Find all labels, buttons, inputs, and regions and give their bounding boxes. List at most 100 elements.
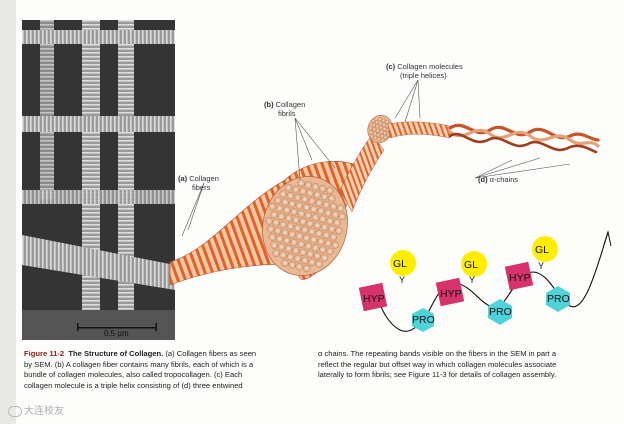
fibril-cell: [318, 184, 327, 193]
fibril-cell: [306, 250, 315, 258]
fibril-cell: [376, 136, 381, 141]
fibril-cell: [326, 217, 334, 225]
fibril-cell: [326, 247, 334, 256]
fibril-cell: [273, 196, 282, 205]
fibril-cell: [284, 244, 293, 253]
fibril-cell: [311, 182, 320, 191]
pro-label-3: PRO: [547, 293, 570, 305]
fibril-cell: [375, 124, 380, 129]
fibril-cell: [272, 218, 280, 227]
fibril-cell: [333, 218, 341, 227]
fibril-cell: [313, 221, 322, 230]
fibril-cell: [279, 251, 288, 259]
fibril-cell: [290, 238, 298, 247]
fibril-cell: [268, 202, 277, 211]
fibril-cell: [336, 204, 345, 213]
fibril-cell: [324, 208, 332, 217]
page-edge-shadow: [0, 0, 16, 424]
fibril-cell: [320, 192, 329, 201]
fibril-cross-sections: [265, 179, 347, 273]
fibril-cell: [371, 122, 376, 127]
watermark-icon: [8, 405, 22, 417]
fibril-cell: [295, 232, 304, 240]
curve-arrowhead: [603, 230, 612, 247]
fibril-cell: [286, 252, 295, 261]
fibril-cell: [308, 227, 316, 236]
sem-micrograph: [22, 20, 175, 340]
fibril-cell: [308, 197, 316, 205]
gl-label-1: GL: [393, 258, 407, 270]
fibril-cell: [379, 134, 384, 139]
fibril-cell: [315, 260, 323, 268]
fibril-cell: [297, 179, 305, 187]
fibril-cell: [338, 212, 347, 221]
fibril-cell: [317, 237, 325, 246]
fibril-cell: [284, 214, 293, 222]
pro-hexagon-1: [412, 308, 434, 332]
fibril-cell: [275, 234, 284, 243]
fibril-cell: [293, 193, 302, 202]
fibril-cell: [315, 229, 323, 238]
fibril-cell: [327, 225, 336, 233]
watermark: 大连校友: [8, 402, 64, 417]
fibril-cell: [297, 240, 306, 248]
fibril-cell: [308, 258, 316, 267]
fibril-cell: [335, 226, 343, 235]
fibril-cell: [279, 220, 288, 229]
fibril-cell: [382, 126, 387, 131]
gl-y-3: Y: [538, 261, 544, 271]
fibril-cell: [331, 210, 340, 219]
hyp-diamond-2: [435, 277, 465, 307]
fibril-cell: [304, 242, 313, 250]
fibril-cell: [304, 211, 313, 220]
label-collagen-fibers: (a) Collagen fibers: [178, 174, 219, 192]
caption-left: Figure 11-2 The Structure of Collagen. (…: [24, 349, 257, 390]
fibril-cell: [375, 128, 380, 133]
fibril-cell: [380, 138, 385, 143]
fibril-cell: [383, 135, 388, 140]
fibril-cell: [318, 245, 327, 254]
pro-hexagon-2: [488, 299, 512, 325]
fibril-cell: [382, 122, 387, 127]
hyp-diamond-1: [358, 282, 388, 312]
fibril-cell: [295, 262, 304, 271]
fibril-cell: [379, 129, 384, 134]
pro-hexagon-3: [546, 286, 570, 312]
fibril-cell: [279, 190, 288, 198]
fibril-cell: [266, 225, 275, 233]
pro-label-1: PRO: [412, 314, 435, 326]
hyp-label-2: HYP: [440, 288, 462, 300]
fibril-cell: [329, 202, 338, 211]
gl-y-2: Y: [469, 275, 475, 285]
molecule-cross-sections: [368, 117, 391, 143]
fibril-cell: [327, 194, 336, 203]
fibril-cell: [302, 203, 311, 212]
fibril-cell: [282, 206, 291, 214]
fibril-cell: [281, 198, 289, 206]
fibril-cell: [268, 233, 277, 241]
fibril-cell: [309, 235, 318, 244]
fibril-cell: [282, 236, 291, 245]
fibril-cell: [300, 256, 309, 265]
fibril-cell: [369, 130, 374, 135]
molecule-rope: [387, 121, 451, 139]
fibril-cell: [286, 222, 295, 231]
fibril-cell: [295, 201, 304, 210]
fibril-cell: [378, 125, 383, 130]
fibril-cell: [317, 207, 325, 215]
fibril-cell: [372, 131, 377, 136]
gl-y-1: Y: [399, 275, 405, 285]
fibril-cell: [383, 131, 388, 136]
fibril-cell: [293, 254, 302, 263]
fibril-cell: [322, 231, 331, 239]
fibril-cell: [281, 259, 289, 267]
fibril-cell: [320, 223, 329, 231]
fibril-cell: [376, 132, 381, 137]
fibril-cell: [378, 121, 383, 126]
caption-right: α chains. The repeating bands visible on…: [318, 349, 557, 380]
hyp-label-1: HYP: [363, 293, 385, 305]
fibril-cell: [277, 243, 286, 251]
gl-label-3: GL: [535, 244, 549, 256]
